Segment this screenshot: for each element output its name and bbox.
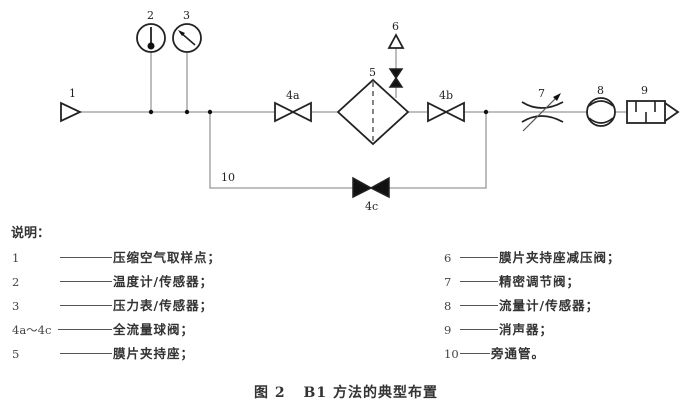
legend-text: 膜片夹持座减压阀； bbox=[499, 250, 621, 265]
legend-item: 5 膜片夹持座； bbox=[12, 344, 194, 362]
legend-number: 2 bbox=[12, 275, 20, 289]
junction-dot bbox=[483, 109, 489, 115]
legend-dash bbox=[60, 353, 112, 354]
legend-item: 8 流量计/传感器； bbox=[444, 296, 599, 314]
label-5: 5 bbox=[369, 66, 376, 79]
label-8: 8 bbox=[597, 84, 604, 97]
legend-dash bbox=[60, 305, 112, 306]
flowmeter-icon bbox=[586, 97, 616, 127]
figure-caption: 图 2 B1 方法的典型布置 bbox=[0, 382, 692, 402]
junction-dot bbox=[148, 109, 154, 115]
legend-number: 9 bbox=[444, 323, 452, 337]
legend-dash bbox=[460, 329, 498, 330]
label-10: 10 bbox=[221, 171, 235, 184]
legend-dash bbox=[460, 353, 490, 354]
legend-text: 旁通管。 bbox=[491, 346, 546, 361]
label-3: 3 bbox=[183, 9, 190, 22]
pressure-gauge-icon bbox=[172, 23, 202, 53]
legend-text: 消声器； bbox=[499, 322, 554, 337]
legend-number: 4a～4c bbox=[12, 323, 52, 337]
membrane-holder-icon bbox=[336, 78, 410, 146]
legend-number: 7 bbox=[444, 275, 452, 289]
silencer-icon bbox=[626, 100, 680, 124]
legend-item: 7 精密调节阀； bbox=[444, 272, 580, 290]
legend-item: 1 压缩空气取样点； bbox=[12, 248, 221, 266]
legend-item: 4a～4c 全流量球阀； bbox=[12, 320, 194, 338]
legend-text: 压力表/传感器； bbox=[113, 298, 214, 313]
figure-number: 图 2 bbox=[254, 385, 286, 401]
legend-item: 10 旁通管。 bbox=[444, 344, 545, 362]
legend-dash bbox=[460, 257, 498, 258]
ball-valve-4a-icon bbox=[274, 101, 312, 123]
junction-dot bbox=[184, 109, 190, 115]
legend-number: 1 bbox=[12, 251, 20, 265]
legend-dash bbox=[58, 329, 112, 330]
legend-number: 6 bbox=[444, 251, 452, 265]
legend-dash bbox=[60, 257, 112, 258]
label-9: 9 bbox=[641, 84, 648, 97]
legend-text: 压缩空气取样点； bbox=[113, 250, 222, 265]
legend-dash bbox=[60, 281, 112, 282]
legend-number: 5 bbox=[12, 347, 20, 361]
ball-valve-4b-icon bbox=[427, 101, 465, 123]
legend-item: 2 温度计/传感器； bbox=[12, 272, 213, 290]
junction-dot bbox=[207, 109, 213, 115]
label-2: 2 bbox=[147, 9, 154, 22]
figure-title: B1 方法的典型布置 bbox=[303, 385, 438, 401]
legend-number: 8 bbox=[444, 299, 452, 313]
legend-item: 9 消声器； bbox=[444, 320, 553, 338]
label-4c: 4c bbox=[365, 200, 378, 210]
legend-text: 膜片夹持座； bbox=[113, 346, 195, 361]
legend-item: 3 压力表/传感器； bbox=[12, 296, 213, 314]
sampling-point-icon bbox=[60, 101, 83, 123]
pneumatic-diagram: 1 2 3 4a 5 6 4b 4c 10 bbox=[60, 9, 680, 210]
label-1: 1 bbox=[69, 87, 76, 100]
ball-valve-4c-icon bbox=[352, 176, 390, 199]
legend-text: 全流量球阀； bbox=[113, 322, 195, 337]
legend-item: 6 膜片夹持座减压阀； bbox=[444, 248, 621, 266]
legend-dash bbox=[460, 305, 498, 306]
legend-text: 流量计/传感器； bbox=[499, 298, 600, 313]
bypass-pipe bbox=[209, 112, 487, 189]
label-6: 6 bbox=[392, 20, 399, 33]
label-4a: 4a bbox=[286, 89, 300, 102]
legend-text: 精密调节阀； bbox=[499, 274, 581, 289]
legend-title: 说明： bbox=[11, 226, 51, 241]
label-7: 7 bbox=[538, 87, 545, 100]
relief-valve-icon bbox=[387, 33, 405, 88]
label-4b: 4b bbox=[439, 89, 453, 102]
legend-number: 10 bbox=[444, 347, 459, 361]
precision-regulating-valve-icon bbox=[521, 93, 564, 132]
legend-dash bbox=[460, 281, 498, 282]
legend-text: 温度计/传感器； bbox=[113, 274, 214, 289]
thermometer-icon bbox=[136, 23, 166, 53]
legend-number: 3 bbox=[12, 299, 20, 313]
